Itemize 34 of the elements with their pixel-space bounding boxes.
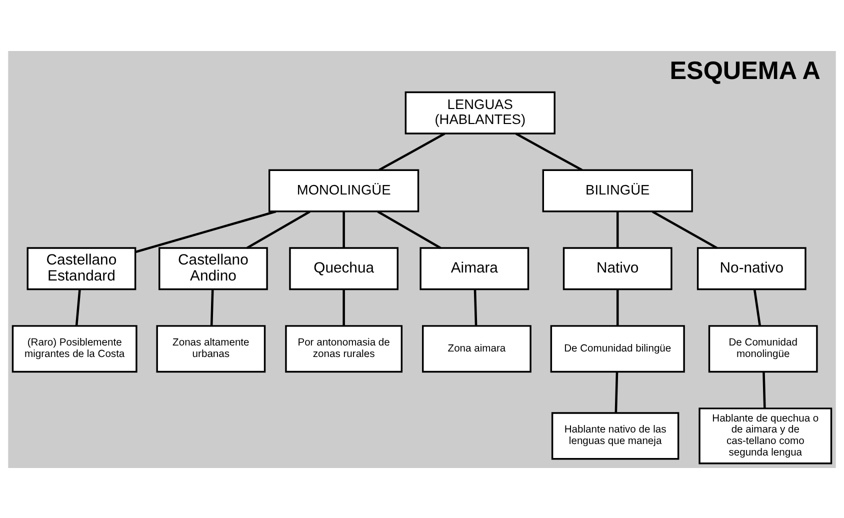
node-box: No-nativo — [696, 246, 806, 290]
connector — [246, 210, 310, 248]
node-box: De Comunidad bilingüe — [550, 324, 685, 372]
node-box: Castellano Estandard — [26, 246, 136, 290]
node-box: Por antonomasia de zonas rurales — [285, 324, 403, 372]
connector — [753, 288, 761, 326]
connector — [377, 210, 442, 248]
node-box: Hablante de quechua o de aimara y de cas-tellano como segunda lengua — [698, 407, 832, 464]
connector — [616, 211, 619, 248]
node-box: LENGUAS (HABLANTES) — [404, 90, 556, 134]
node-box: Aimara — [420, 246, 530, 290]
connector — [652, 210, 718, 248]
connector — [378, 132, 446, 171]
node-box: Zona aimara — [422, 324, 532, 372]
connector — [614, 371, 618, 412]
node-box: MONOLINGÜE — [268, 168, 420, 212]
diagram-title: ESQUEMA A — [670, 56, 820, 85]
node-box: Zonas altamente urbanas — [156, 324, 266, 372]
node-box: Hablante nativo de las lenguas que maneja — [551, 412, 680, 460]
connector — [474, 288, 478, 326]
node-box: (Raro) Posiblemente migrantes de la Costa — [12, 324, 138, 372]
connector — [342, 288, 345, 326]
connector — [616, 288, 619, 326]
node-box: BILINGÜE — [542, 168, 693, 212]
node-box: Castellano Andino — [158, 246, 268, 290]
node-box: Nativo — [562, 246, 672, 290]
node-box: De Comunidad monolingüe — [708, 324, 818, 372]
connector — [515, 132, 583, 171]
node-box: Quechua — [289, 246, 399, 290]
connector — [75, 288, 81, 326]
connector — [762, 371, 766, 408]
connector — [210, 288, 214, 326]
connector — [342, 211, 345, 248]
connector — [135, 210, 276, 253]
